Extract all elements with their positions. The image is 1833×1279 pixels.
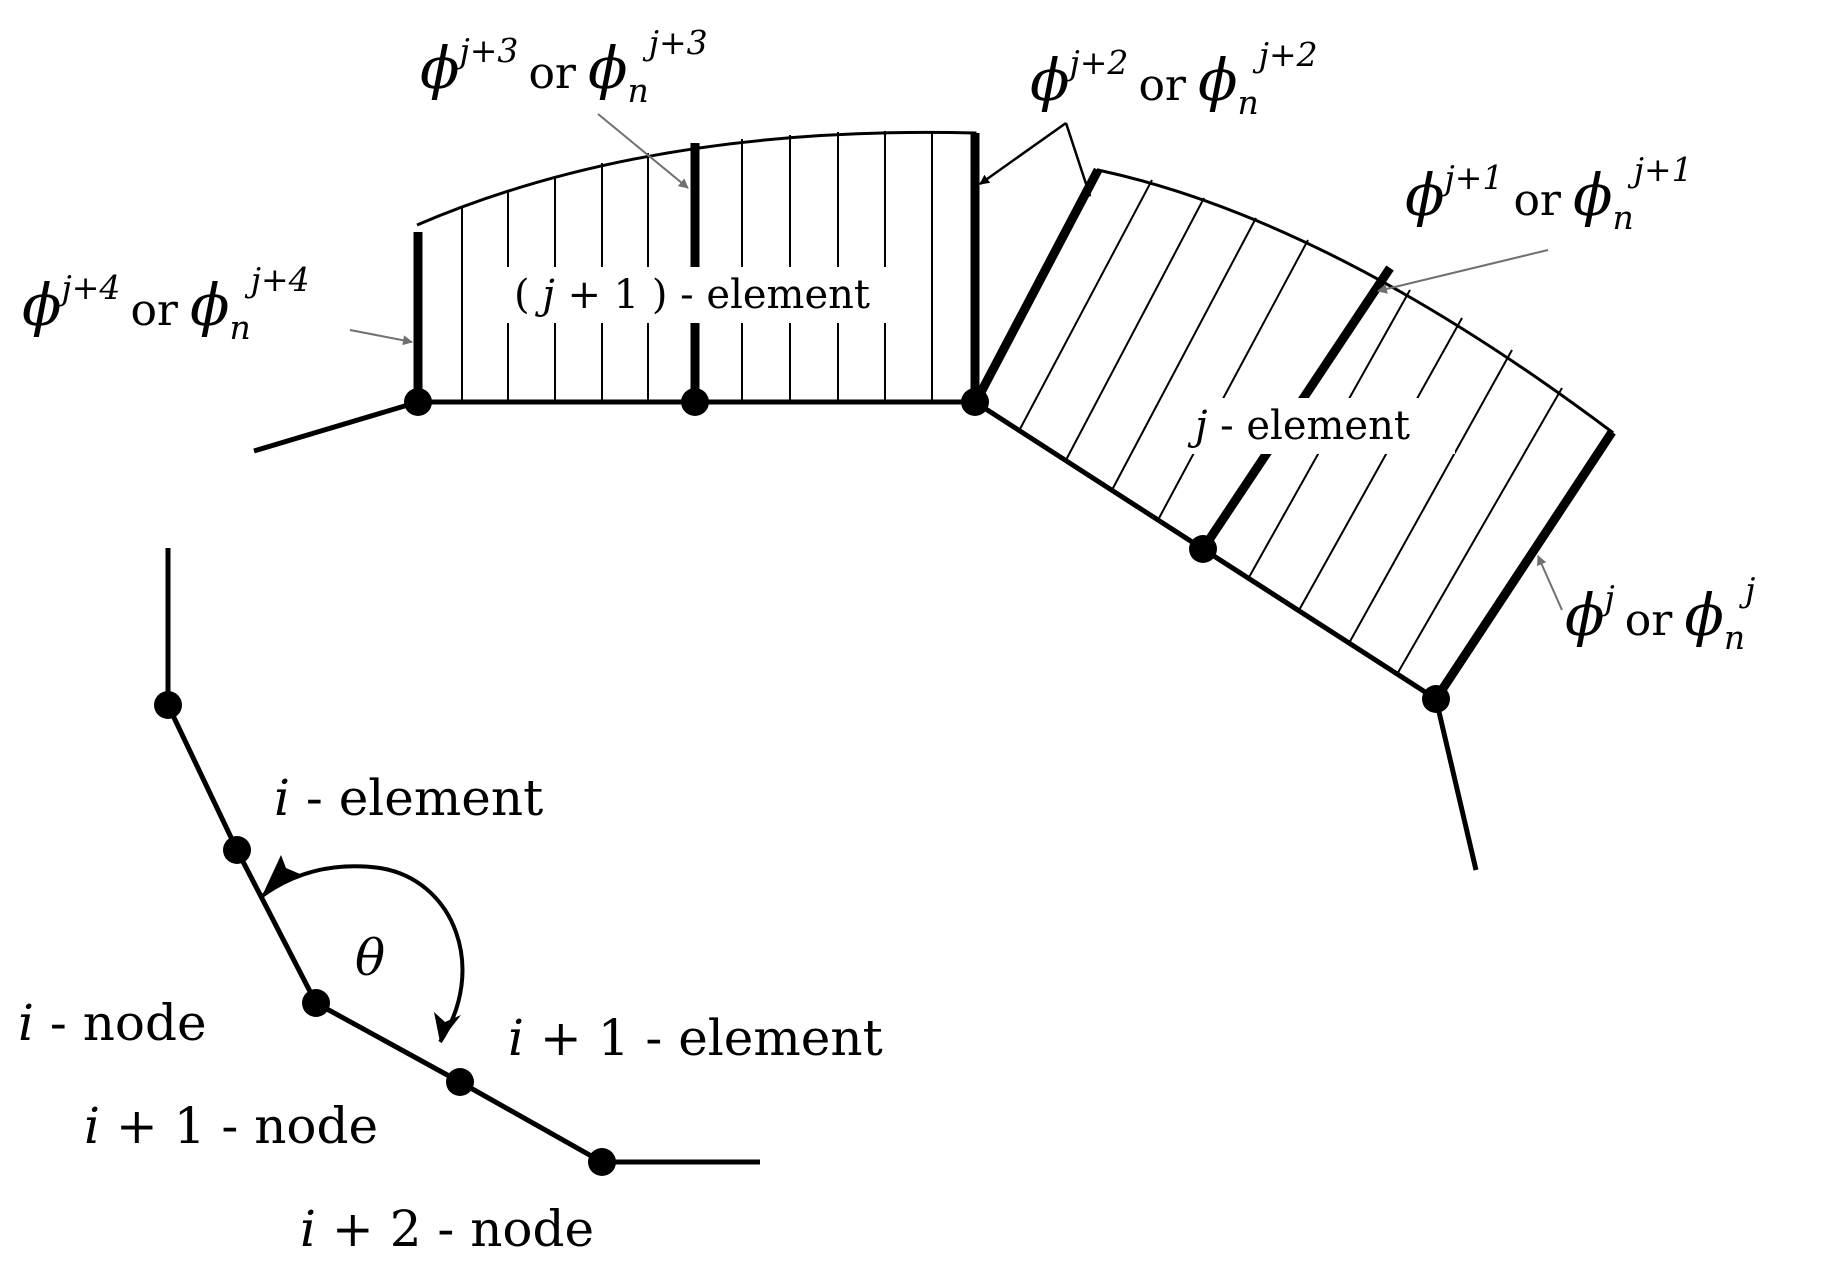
j-element-label: j - element [1187,403,1410,449]
boundary-node [446,1068,474,1096]
theta-label: θ [355,929,385,987]
boundary-node [404,388,432,416]
boundary-node [223,836,251,864]
phi-j4-leader [349,329,413,346]
phi-j1-leader [1377,249,1549,294]
theta-arc [260,864,465,1044]
boundary-node [302,989,330,1017]
boundary-node [961,388,989,416]
j-edge [1432,429,1616,702]
j-boundary: ( j + 1 ) - element j - element [253,130,1616,871]
j1-element-label-bg [506,267,898,323]
j-element-outline [973,168,1615,702]
phi-j2-leader-right [1064,122,1092,197]
phi-j3-leader [597,113,689,189]
i-boundary: θ i - element i + 1 - element i - node i… [18,548,883,1258]
boundary-node [154,691,182,719]
boundary-node [1422,685,1450,713]
i-node-label: i - node [18,994,207,1052]
i1-element-label: i + 1 - element [508,1009,883,1067]
i-element-label: i - element [274,769,543,827]
boundary-node [588,1148,616,1176]
boundary-node [1189,535,1217,563]
phi-j-leader [1537,555,1563,611]
boundary-node [681,388,709,416]
theta-arrowhead-upper [262,855,300,896]
j-element-label-bg [1165,398,1455,454]
j1-element-label: ( j + 1 ) - element [514,272,870,318]
theta-arrowhead-lower [434,1012,461,1042]
i1-node-label: i + 1 - node [84,1097,378,1155]
phi-j2-leader-left [979,121,1067,186]
j2-edge-left [975,167,1102,399]
j-boundary-line [253,399,1479,871]
i2-node-label: i + 2 - node [300,1200,594,1258]
